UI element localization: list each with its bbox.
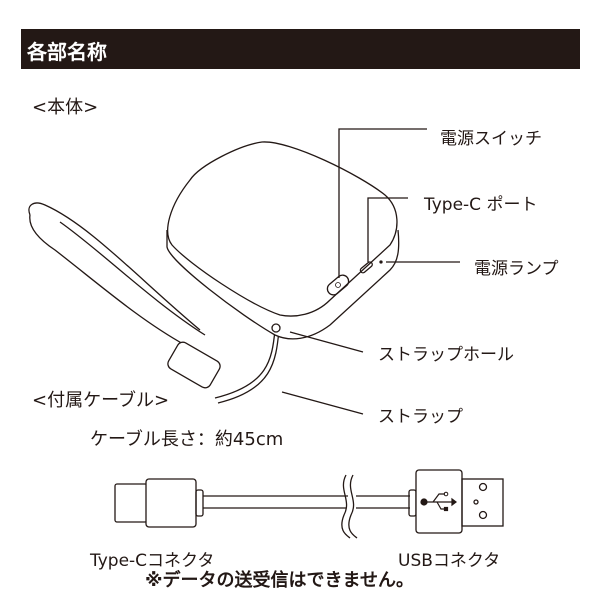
power-icon (335, 282, 341, 288)
strap-band (28, 202, 206, 346)
leader-strap (281, 391, 364, 415)
section-header: 各部名称 (21, 29, 580, 69)
cable-heading: <付属ケーブル> (32, 390, 170, 411)
label-strap: ストラップ (378, 407, 463, 427)
leader-type-c (367, 197, 408, 262)
power-button (326, 274, 350, 296)
power-lamp (379, 260, 383, 264)
body-heading: <本体> (32, 97, 99, 118)
usb-connector-label: USBコネクタ (398, 551, 501, 571)
usb-icon (420, 491, 457, 512)
section-title: 各部名称 (27, 40, 107, 64)
type-c-connector-label: Type-Cコネクタ (90, 551, 215, 571)
label-power-lamp: 電源ランプ (474, 259, 559, 279)
strap-tag (167, 341, 221, 389)
label-strap-hole: ストラップホール (378, 345, 514, 365)
strap-hole (271, 323, 281, 333)
data-transfer-note: ※データの送受信はできません。 (145, 570, 414, 591)
type-c-port (359, 261, 373, 274)
leader-strap-hole (289, 331, 364, 353)
label-type-c-port: Type-C ポート (424, 195, 538, 215)
type-c-connector (114, 478, 204, 528)
leader-power-switch (338, 128, 427, 278)
cable-line (203, 474, 410, 539)
cable-length: ケーブル長さ：約45cm (90, 429, 284, 450)
strap-cord (214, 329, 276, 399)
label-power-switch: 電源スイッチ (440, 129, 542, 149)
